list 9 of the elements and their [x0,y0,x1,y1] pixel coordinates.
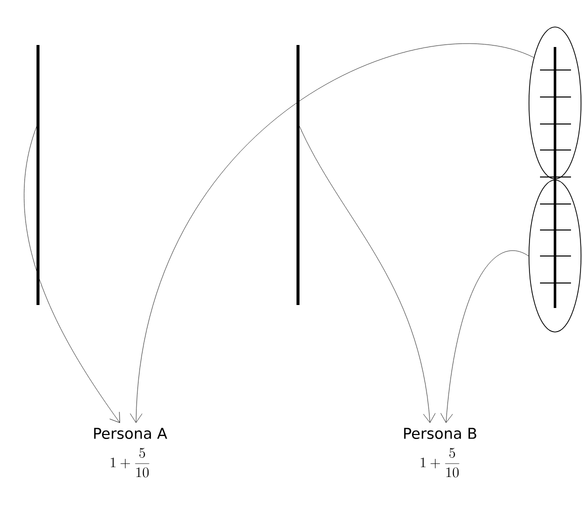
person-label: Persona B $1 + \frac{5}{10}$ [404,428,476,478]
arrow [130,43,534,423]
person-label: Persona A $1 + \frac{5}{10}$ [94,428,168,478]
vertical-bar [36,45,40,305]
ellipse-outline [528,180,582,332]
vertical-bar [296,45,300,305]
ellipse-outline [528,26,582,180]
arrow [298,122,436,423]
arrow [440,250,529,423]
